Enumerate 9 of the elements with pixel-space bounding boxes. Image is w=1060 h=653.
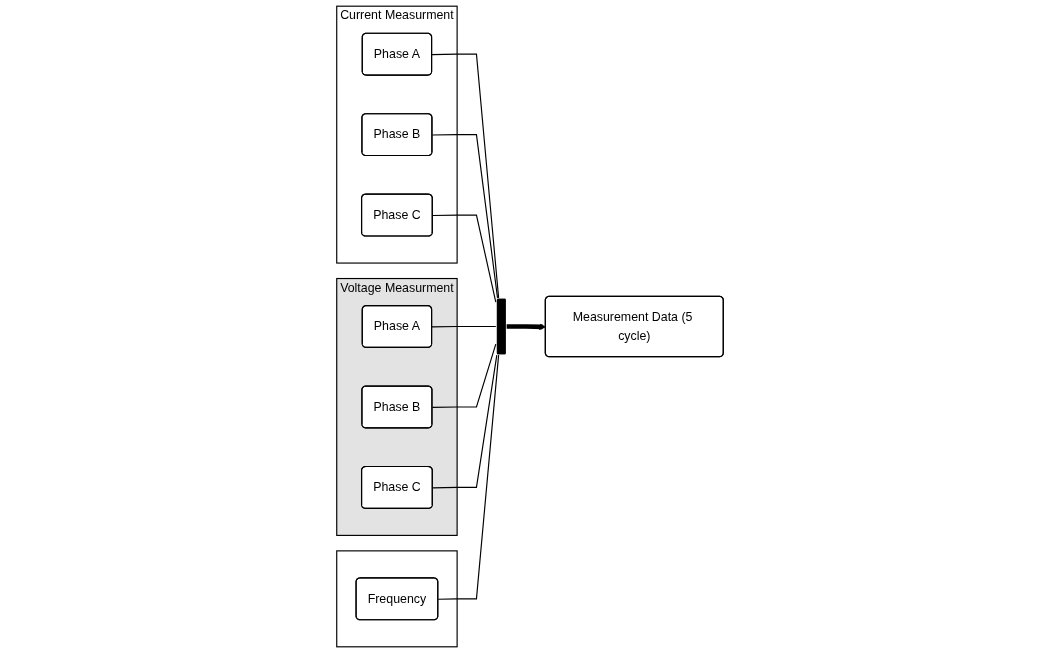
cluster <box>336 550 458 648</box>
connector <box>432 214 497 303</box>
arrow <box>506 323 546 331</box>
connector <box>437 354 500 600</box>
connector <box>431 343 497 408</box>
connector <box>431 53 500 299</box>
connector <box>432 354 498 489</box>
connector <box>431 134 499 299</box>
connector <box>431 325 497 328</box>
